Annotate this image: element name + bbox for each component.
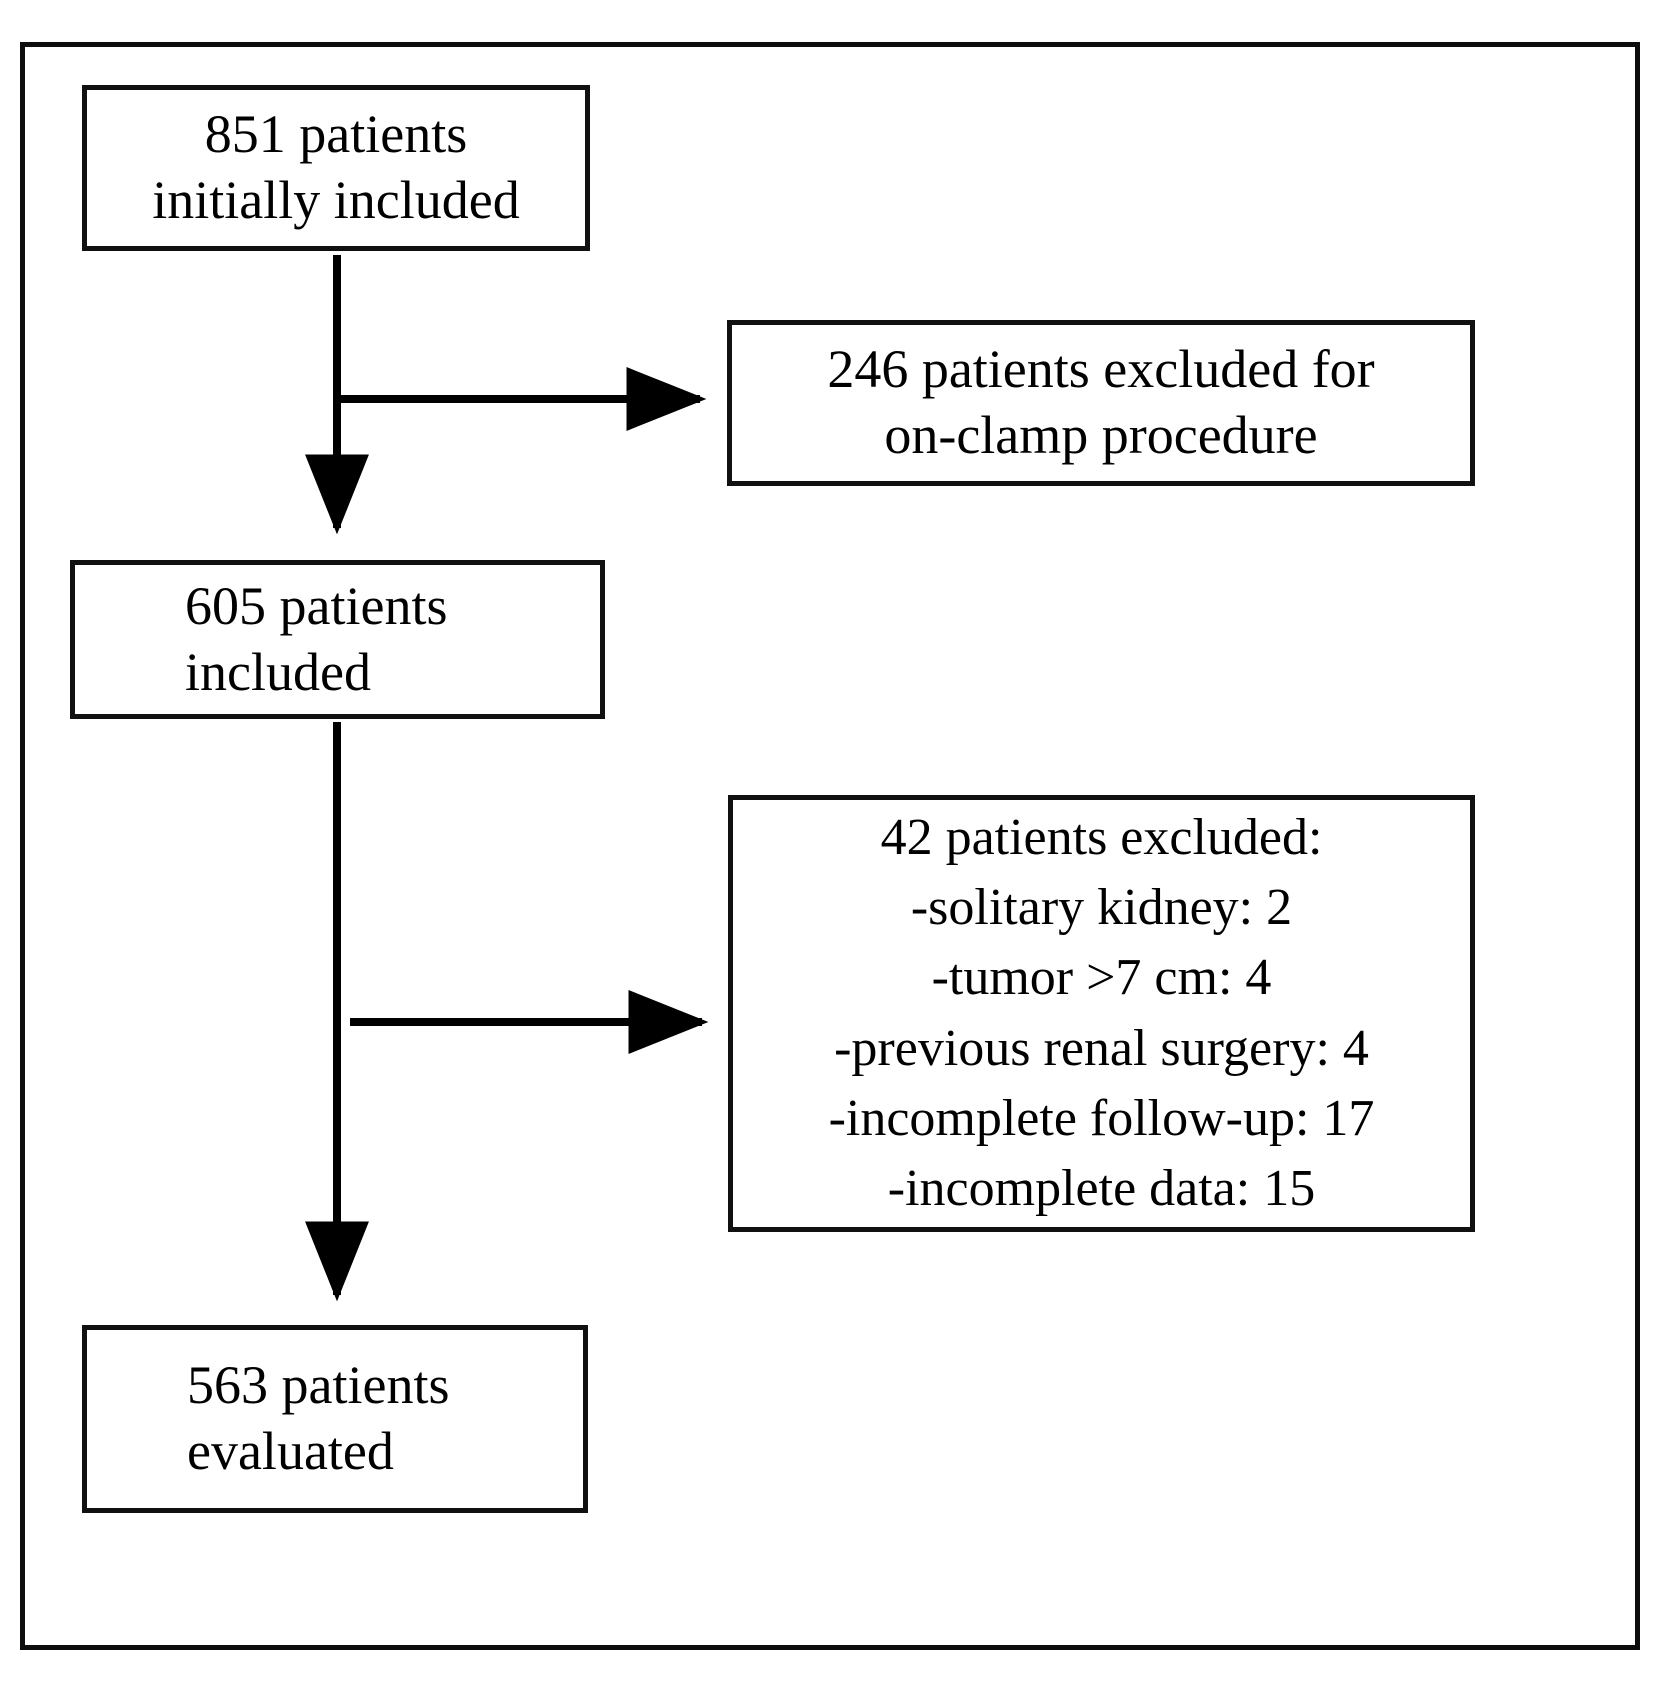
node-initial-line-2: initially included xyxy=(152,170,520,230)
node-evaluated-line-1: 563 patients xyxy=(187,1355,450,1416)
node-initial-patients: 851 patients initially included xyxy=(82,85,590,251)
figure-outer-frame xyxy=(20,42,1640,1650)
node-excluded-reason-incomplete-data: -incomplete data: 15 xyxy=(887,1159,1316,1217)
node-excluded-reason-incomplete-follow-up: -incomplete follow-up: 17 xyxy=(828,1089,1375,1147)
node-excluded-reason-tumor-size: -tumor >7 cm: 4 xyxy=(931,949,1272,1007)
node-included-patients: 605 patients included xyxy=(70,560,605,719)
node-excluded-reasons-heading: 42 patients excluded: xyxy=(880,808,1323,866)
node-evaluated-line-2: evaluated xyxy=(187,1421,394,1481)
node-included-line-1: 605 patients xyxy=(185,575,448,636)
node-excluded-onclamp-line-1: 246 patients excluded for xyxy=(827,339,1375,400)
node-initial-line-1: 851 patients xyxy=(204,104,468,165)
node-excluded-reason-solitary-kidney: -solitary kidney: 2 xyxy=(910,879,1293,937)
node-evaluated-patients: 563 patients evaluated xyxy=(82,1325,588,1513)
node-included-line-2: included xyxy=(185,641,371,702)
node-excluded-reason-previous-renal-surgery: -previous renal surgery: 4 xyxy=(834,1019,1369,1077)
node-excluded-onclamp: 246 patients excluded for on-clamp proce… xyxy=(727,320,1475,486)
node-excluded-reasons: 42 patients excluded: -solitary kidney: … xyxy=(728,795,1475,1232)
node-excluded-onclamp-line-2: on-clamp procedure xyxy=(884,405,1318,465)
